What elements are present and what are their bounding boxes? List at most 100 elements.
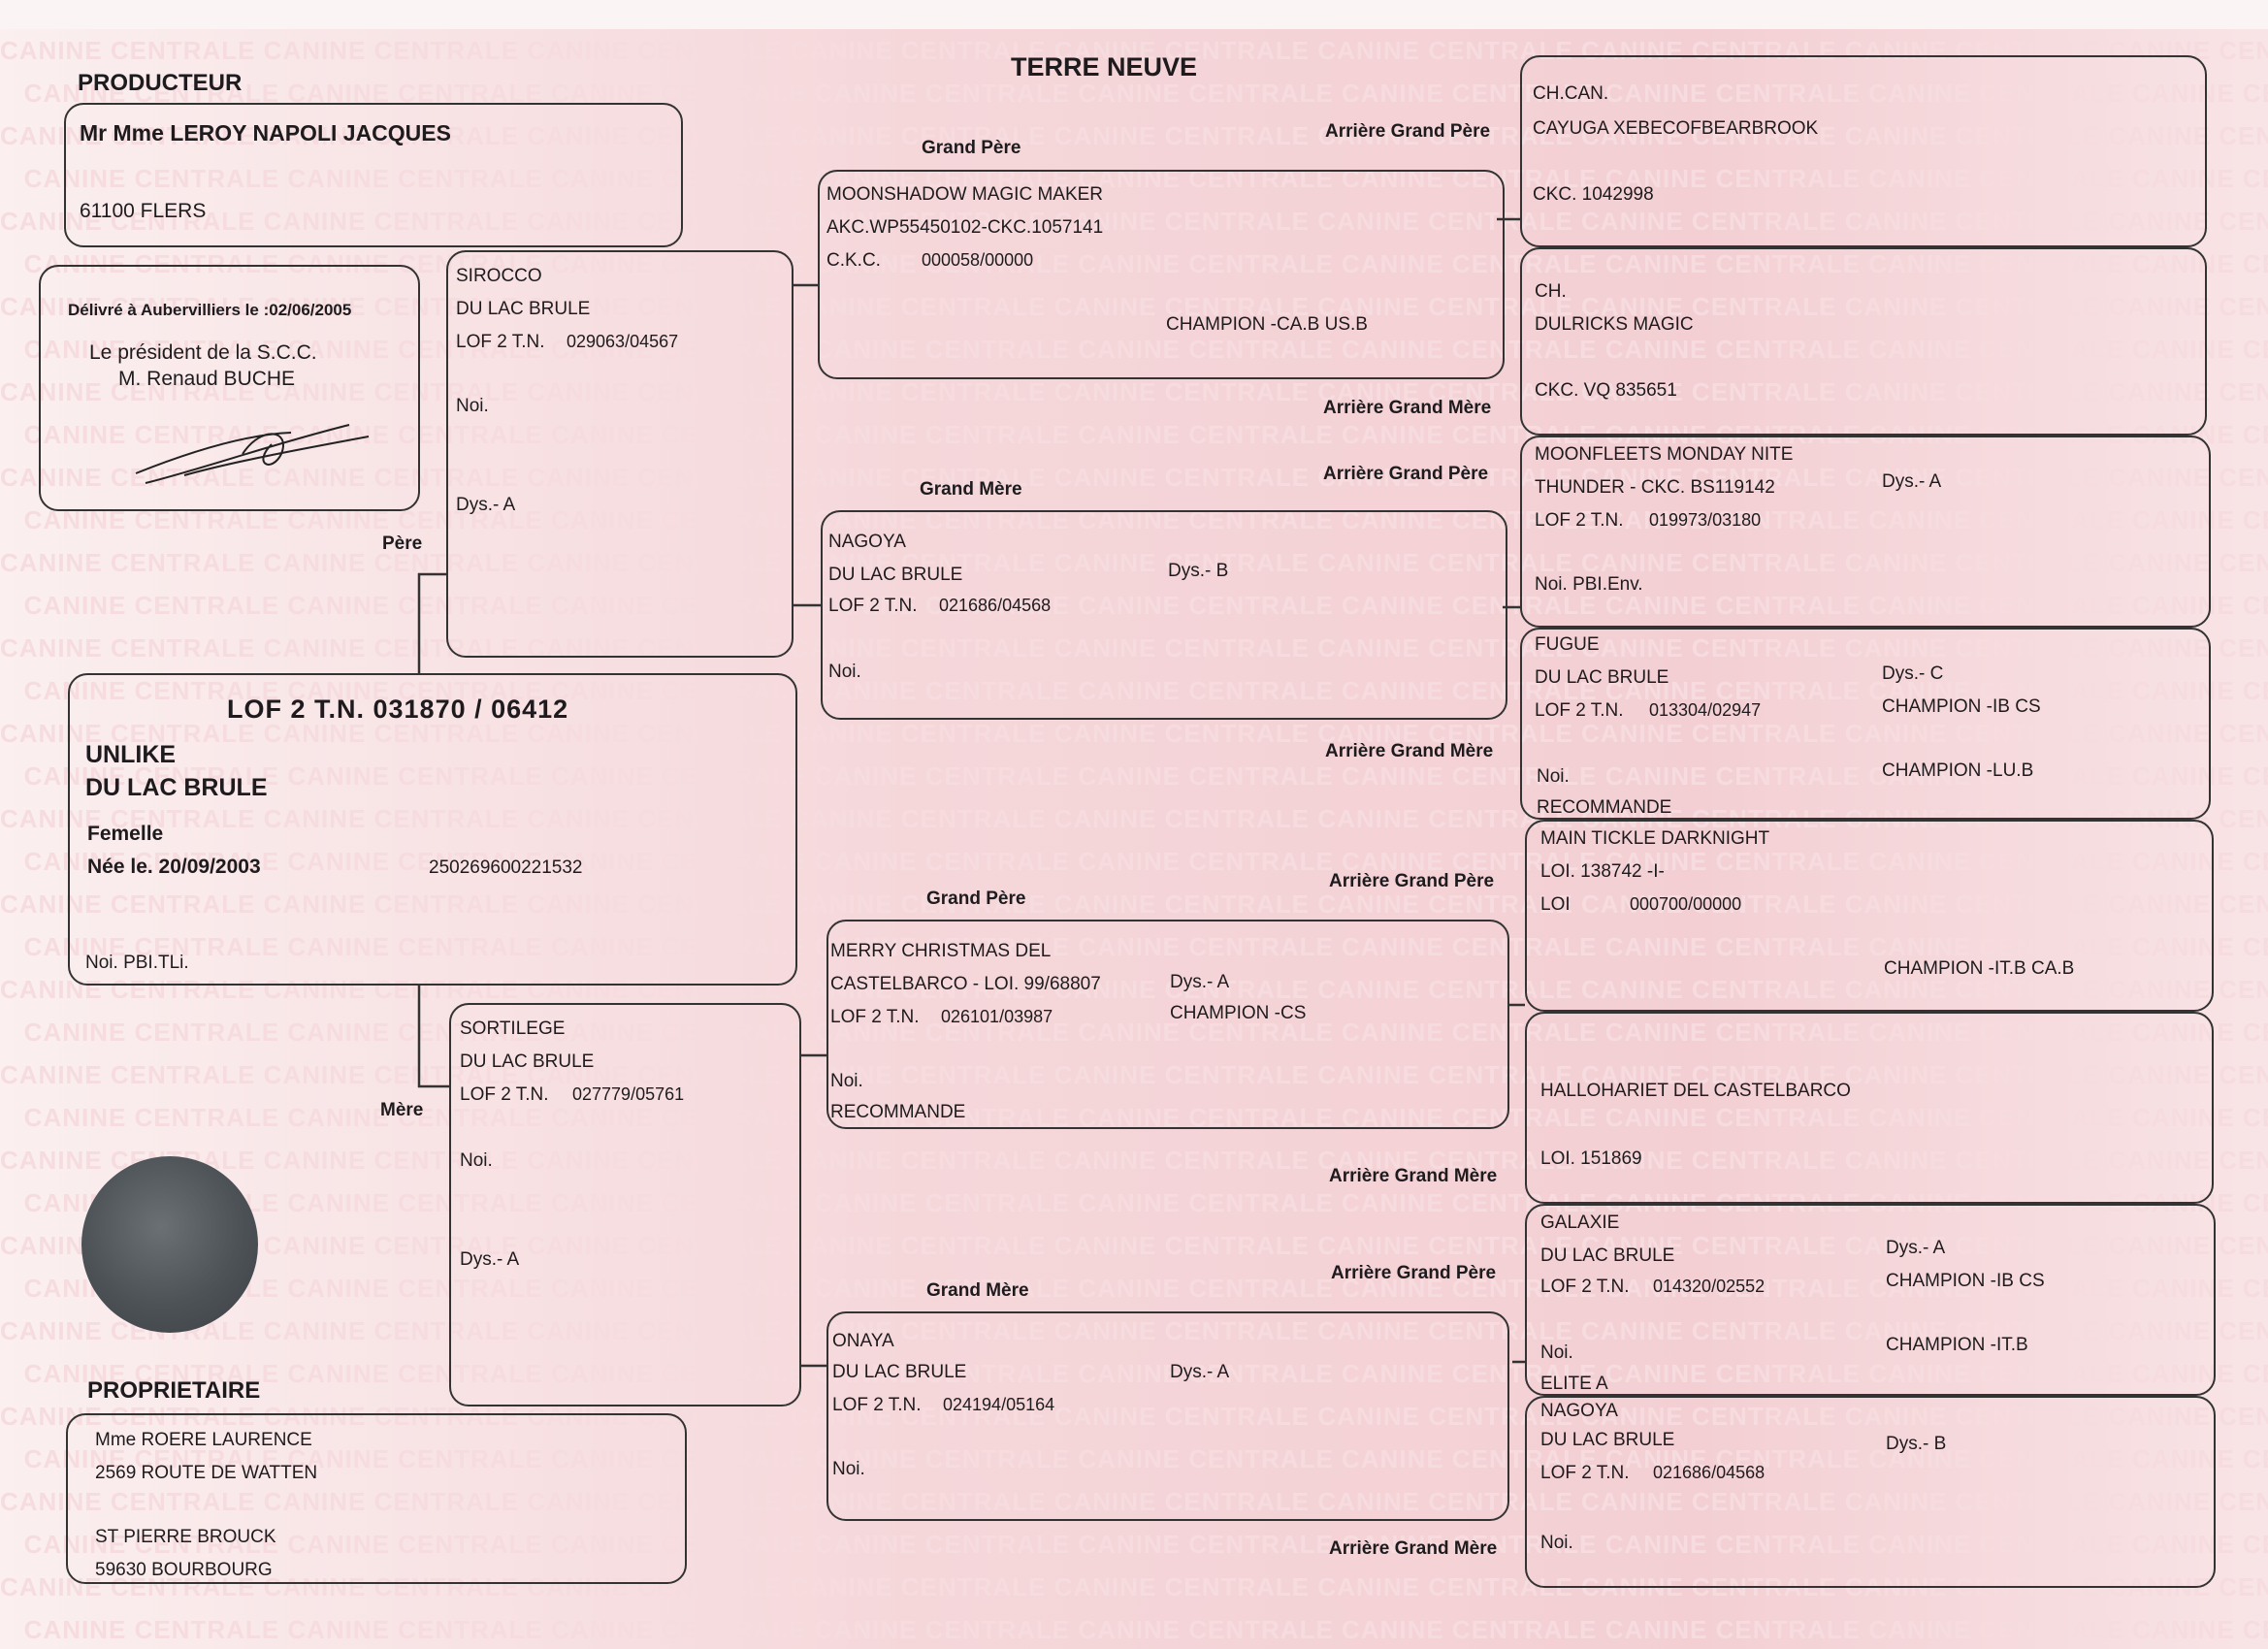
dog-born: Née le. 20/09/2003 <box>87 856 261 878</box>
stamp-seal <box>81 1156 258 1333</box>
label-ag-pere-2: Arrière Grand Père <box>1323 464 1489 484</box>
arriere-6-box <box>1525 1012 2214 1204</box>
gm2-dys: Dys.- A <box>1170 1362 1230 1382</box>
gm2-lof-number: 024194/05164 <box>943 1395 1055 1414</box>
gm1-lof-number: 021686/04568 <box>939 596 1052 615</box>
proprietaire-name: Mme ROERE LAURENCE <box>95 1430 312 1450</box>
producteur-city: 61100 FLERS <box>80 200 207 222</box>
grand-mere-2-box <box>826 1311 1509 1521</box>
label-ag-mere-4: Arrière Grand Mère <box>1329 1538 1498 1559</box>
dam-kennel: DU LAC BRULE <box>460 1051 595 1072</box>
ag4-recommande: RECOMMANDE <box>1537 797 1672 818</box>
dog-chip: 250269600221532 <box>429 857 583 878</box>
producteur-name: Mr Mme LEROY NAPOLI JACQUES <box>80 120 451 146</box>
ag8-kennel: DU LAC BRULE <box>1540 1430 1675 1450</box>
ag3-reg: THUNDER - CKC. BS119142 <box>1535 477 1775 498</box>
delivery-box <box>39 265 420 511</box>
label-grand-mere-1: Grand Mère <box>920 479 1022 500</box>
ag2-title: CH. <box>1535 281 1567 302</box>
ag8-name: NAGOYA <box>1540 1401 1618 1421</box>
sire-lof: LOF 2 T.N. <box>456 332 545 352</box>
gp2-lof: LOF 2 T.N. <box>830 1007 920 1027</box>
gp2-name: MERRY CHRISTMAS DEL <box>830 941 1052 961</box>
ag7-lof: LOF 2 T.N. <box>1540 1277 1630 1297</box>
ag5-champion: CHAMPION -IT.B CA.B <box>1884 958 2075 979</box>
page-title: TERRE NEUVE <box>1011 52 1198 81</box>
ag2-name: DULRICKS MAGIC <box>1535 314 1694 335</box>
ag4-color: Noi. <box>1537 766 1570 787</box>
ag5-loi-number: 000700/00000 <box>1630 894 1742 914</box>
ag4-dys: Dys.- C <box>1882 663 1944 684</box>
label-mere: Mère <box>380 1100 424 1120</box>
ag4-name: FUGUE <box>1535 634 1600 655</box>
dog-sex: Femelle <box>87 823 164 845</box>
delivery-date: Délivré à Aubervilliers le :02/06/2005 <box>68 301 352 319</box>
gp2-lof-number: 026101/03987 <box>941 1007 1053 1026</box>
sire-box <box>446 250 794 658</box>
ag8-lof: LOF 2 T.N. <box>1540 1463 1630 1483</box>
grand-pere-1-box <box>818 170 1505 379</box>
president-title: Le président de la S.C.C. <box>89 341 317 364</box>
ag4-lof-number: 013304/02947 <box>1649 700 1762 720</box>
grand-pere-2-box <box>826 920 1509 1129</box>
ag7-champion-2: CHAMPION -IT.B <box>1886 1335 2028 1355</box>
ag1-name: CAYUGA XEBECOFBEARBROOK <box>1533 118 1819 139</box>
signature <box>135 424 370 484</box>
ag4-kennel: DU LAC BRULE <box>1535 667 1669 688</box>
label-ag-mere-3: Arrière Grand Mère <box>1329 1166 1498 1186</box>
gp1-name: MOONSHADOW MAGIC MAKER <box>826 184 1104 205</box>
ag3-lof-number: 019973/03180 <box>1649 510 1762 530</box>
label-grand-pere-1: Grand Père <box>922 138 1021 158</box>
ag5-loi-label: LOI <box>1540 894 1571 915</box>
gp2-champion: CHAMPION -CS <box>1170 1003 1307 1023</box>
ag7-name: GALAXIE <box>1540 1212 1620 1233</box>
proprietaire-heading: PROPRIETAIRE <box>87 1377 261 1404</box>
grand-mere-1-box <box>821 510 1507 720</box>
arriere-5-box <box>1525 820 2214 1012</box>
dam-lof: LOF 2 T.N. <box>460 1084 549 1105</box>
dam-lof-number: 027779/05761 <box>572 1084 685 1104</box>
arriere-7-box <box>1525 1204 2216 1396</box>
sire-dys: Dys.- A <box>456 495 516 515</box>
ag4-champion-2: CHAMPION -LU.B <box>1882 760 2034 781</box>
dam-box <box>449 1003 801 1406</box>
arriere-2-box <box>1520 247 2207 436</box>
ag7-champion-1: CHAMPION -IB CS <box>1886 1271 2045 1291</box>
arriere-1-box <box>1520 55 2207 247</box>
ag7-elite: ELITE A <box>1540 1374 1608 1394</box>
producteur-heading: PRODUCTEUR <box>78 70 243 96</box>
arriere-4-box <box>1520 628 2211 820</box>
ag6-loi: LOI. 151869 <box>1540 1148 1642 1169</box>
gm2-color: Noi. <box>832 1459 865 1479</box>
sire-color: Noi. <box>456 396 489 416</box>
ag3-dys: Dys.- A <box>1882 471 1942 492</box>
label-ag-mere-1: Arrière Grand Mère <box>1323 398 1492 418</box>
gm1-color: Noi. <box>828 662 861 682</box>
president-name: M. Renaud BUCHE <box>118 368 296 390</box>
ag5-loi: LOI. 138742 -I- <box>1540 861 1665 882</box>
gm2-name: ONAYA <box>832 1331 894 1351</box>
proprietaire-town: ST PIERRE BROUCK <box>95 1527 276 1547</box>
ag3-color: Noi. PBI.Env. <box>1535 574 1643 595</box>
dog-main-box <box>68 673 797 986</box>
label-grand-mere-2: Grand Mère <box>926 1280 1029 1301</box>
dam-dys: Dys.- A <box>460 1249 520 1270</box>
dog-name-2: DU LAC BRULE <box>85 774 268 801</box>
gp1-champion: CHAMPION -CA.B US.B <box>1166 314 1368 335</box>
ag8-color: Noi. <box>1540 1533 1573 1553</box>
sire-name: SIROCCO <box>456 266 542 286</box>
ag6-name: HALLOHARIET DEL CASTELBARCO <box>1540 1081 1851 1101</box>
ag4-champion-1: CHAMPION -IB CS <box>1882 696 2041 717</box>
arriere-3-box <box>1520 436 2211 628</box>
gm2-kennel: DU LAC BRULE <box>832 1362 967 1382</box>
ag5-name: MAIN TICKLE DARKNIGHT <box>1540 828 1770 849</box>
ag8-dys: Dys.- B <box>1886 1434 1947 1454</box>
ag3-lof: LOF 2 T.N. <box>1535 510 1624 531</box>
proprietaire-street: 2569 ROUTE DE WATTEN <box>95 1463 318 1483</box>
gm1-kennel: DU LAC BRULE <box>828 565 963 585</box>
gp1-ckc: C.K.C. <box>826 250 881 271</box>
ag3-name: MOONFLEETS MONDAY NITE <box>1535 444 1794 465</box>
arriere-8-box <box>1525 1396 2216 1588</box>
ag2-ckc: CKC. VQ 835651 <box>1535 380 1677 401</box>
